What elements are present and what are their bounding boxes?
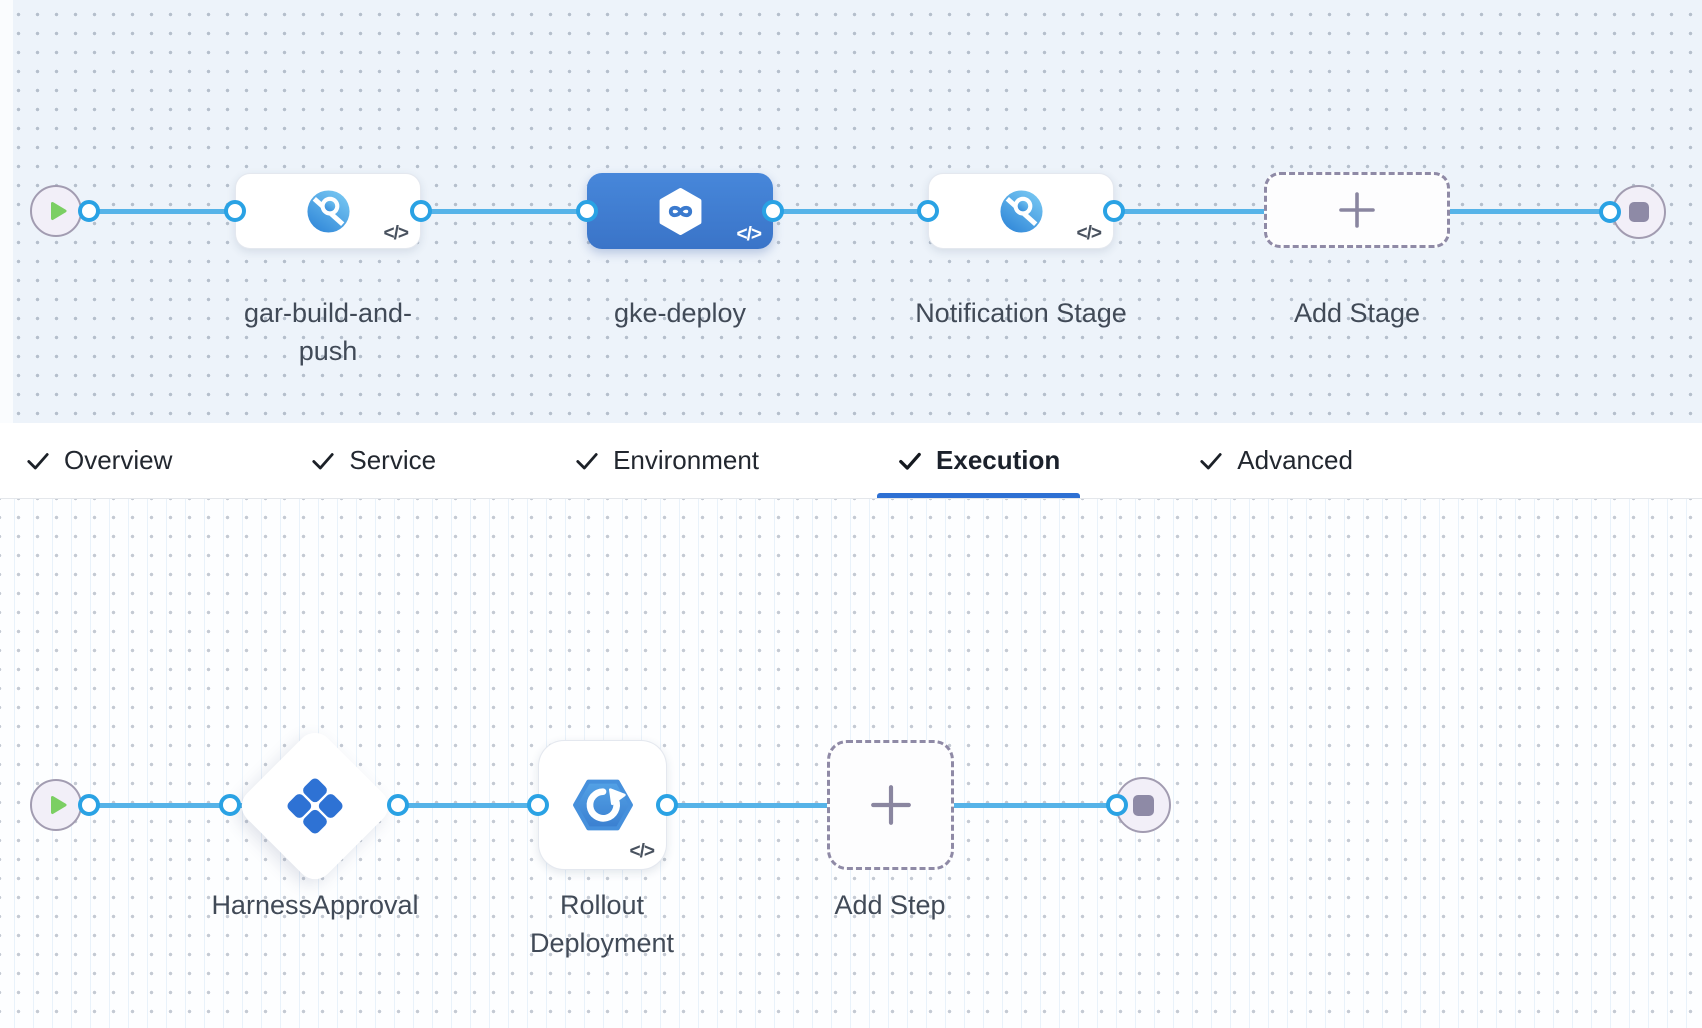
connector-port [387, 794, 409, 816]
connector-port [762, 200, 784, 222]
check-icon [899, 452, 921, 470]
stage-label: gar-build-and-push [243, 298, 413, 366]
tab-label: Environment [613, 445, 760, 475]
connector-port [78, 794, 100, 816]
stage-node-gar-build-and-push[interactable]: </> [235, 173, 421, 249]
stop-icon [1132, 794, 1154, 816]
connector-port [1103, 200, 1125, 222]
hexagon-refresh-icon [572, 779, 633, 831]
step-label: Rollout Deployment [529, 890, 675, 958]
tab-advanced[interactable]: Advanced [1178, 423, 1373, 498]
check-icon [312, 452, 334, 469]
yaml-code-badge: </> [383, 223, 410, 244]
connector-port [224, 200, 246, 222]
tab-environment[interactable]: Environment [554, 423, 779, 498]
connector-port [219, 794, 241, 816]
check-icon [576, 452, 598, 469]
check-icon [27, 452, 49, 469]
diamond-grid-icon [287, 778, 343, 834]
execution-start-node [30, 779, 82, 831]
tab-overview[interactable]: Overview [5, 423, 192, 498]
connector-port [1106, 794, 1128, 816]
connector-port [656, 794, 678, 816]
connector-port [410, 200, 432, 222]
tab-label: Execution [936, 445, 1061, 475]
connector-port [917, 200, 939, 222]
stage-connector-line [85, 209, 1612, 214]
tab-label: Overview [64, 445, 173, 475]
tab-service[interactable]: Service [290, 423, 456, 498]
pipeline-end-node [1612, 185, 1666, 239]
add-stage-button[interactable] [1264, 172, 1450, 248]
stop-icon [1629, 202, 1649, 222]
add-stage-label: Add Stage [1293, 298, 1421, 328]
plus-icon [870, 785, 911, 825]
magnifier-disc-icon [999, 189, 1043, 233]
stage-label: gke-deploy [613, 298, 747, 328]
connector-port [78, 200, 100, 222]
tab-label: Service [349, 445, 437, 475]
add-step-button[interactable] [827, 740, 954, 870]
step-node-rollout-deployment[interactable]: </> [538, 740, 667, 870]
stage-canvas[interactable]: </> </> </> [0, 0, 1702, 423]
connector-port [576, 200, 598, 222]
connector-port [1599, 201, 1621, 223]
active-tab-underline [877, 493, 1081, 498]
hexagon-infinity-icon [659, 187, 701, 235]
plus-icon [1339, 192, 1375, 228]
add-step-label: Add Step [834, 890, 946, 920]
yaml-code-badge: </> [629, 841, 656, 862]
execution-canvas[interactable]: </> HarnessApproval Rollout Deployment A… [0, 499, 1702, 1028]
connector-port [527, 794, 549, 816]
yaml-code-badge: </> [736, 224, 763, 245]
stage-label: Notification Stage [915, 298, 1127, 328]
approval-icon-wrap [282, 773, 348, 839]
step-label: HarnessApproval [211, 890, 419, 920]
play-icon [51, 202, 67, 220]
yaml-code-badge: </> [1076, 223, 1103, 244]
stage-node-gke-deploy[interactable]: </> [587, 173, 773, 249]
step-node-harness-approval[interactable] [234, 725, 396, 887]
check-icon [1200, 452, 1222, 469]
stage-detail-tabs: Overview Service Environment Execution [0, 423, 1702, 499]
pipeline-start-node [30, 185, 82, 237]
stage-node-notification-stage[interactable]: </> [928, 173, 1114, 249]
magnifier-disc-icon [306, 189, 350, 233]
play-icon [51, 796, 67, 814]
tab-execution[interactable]: Execution [877, 423, 1081, 498]
canvas-edge-gutter [0, 0, 13, 423]
tab-label: Advanced [1237, 445, 1353, 475]
